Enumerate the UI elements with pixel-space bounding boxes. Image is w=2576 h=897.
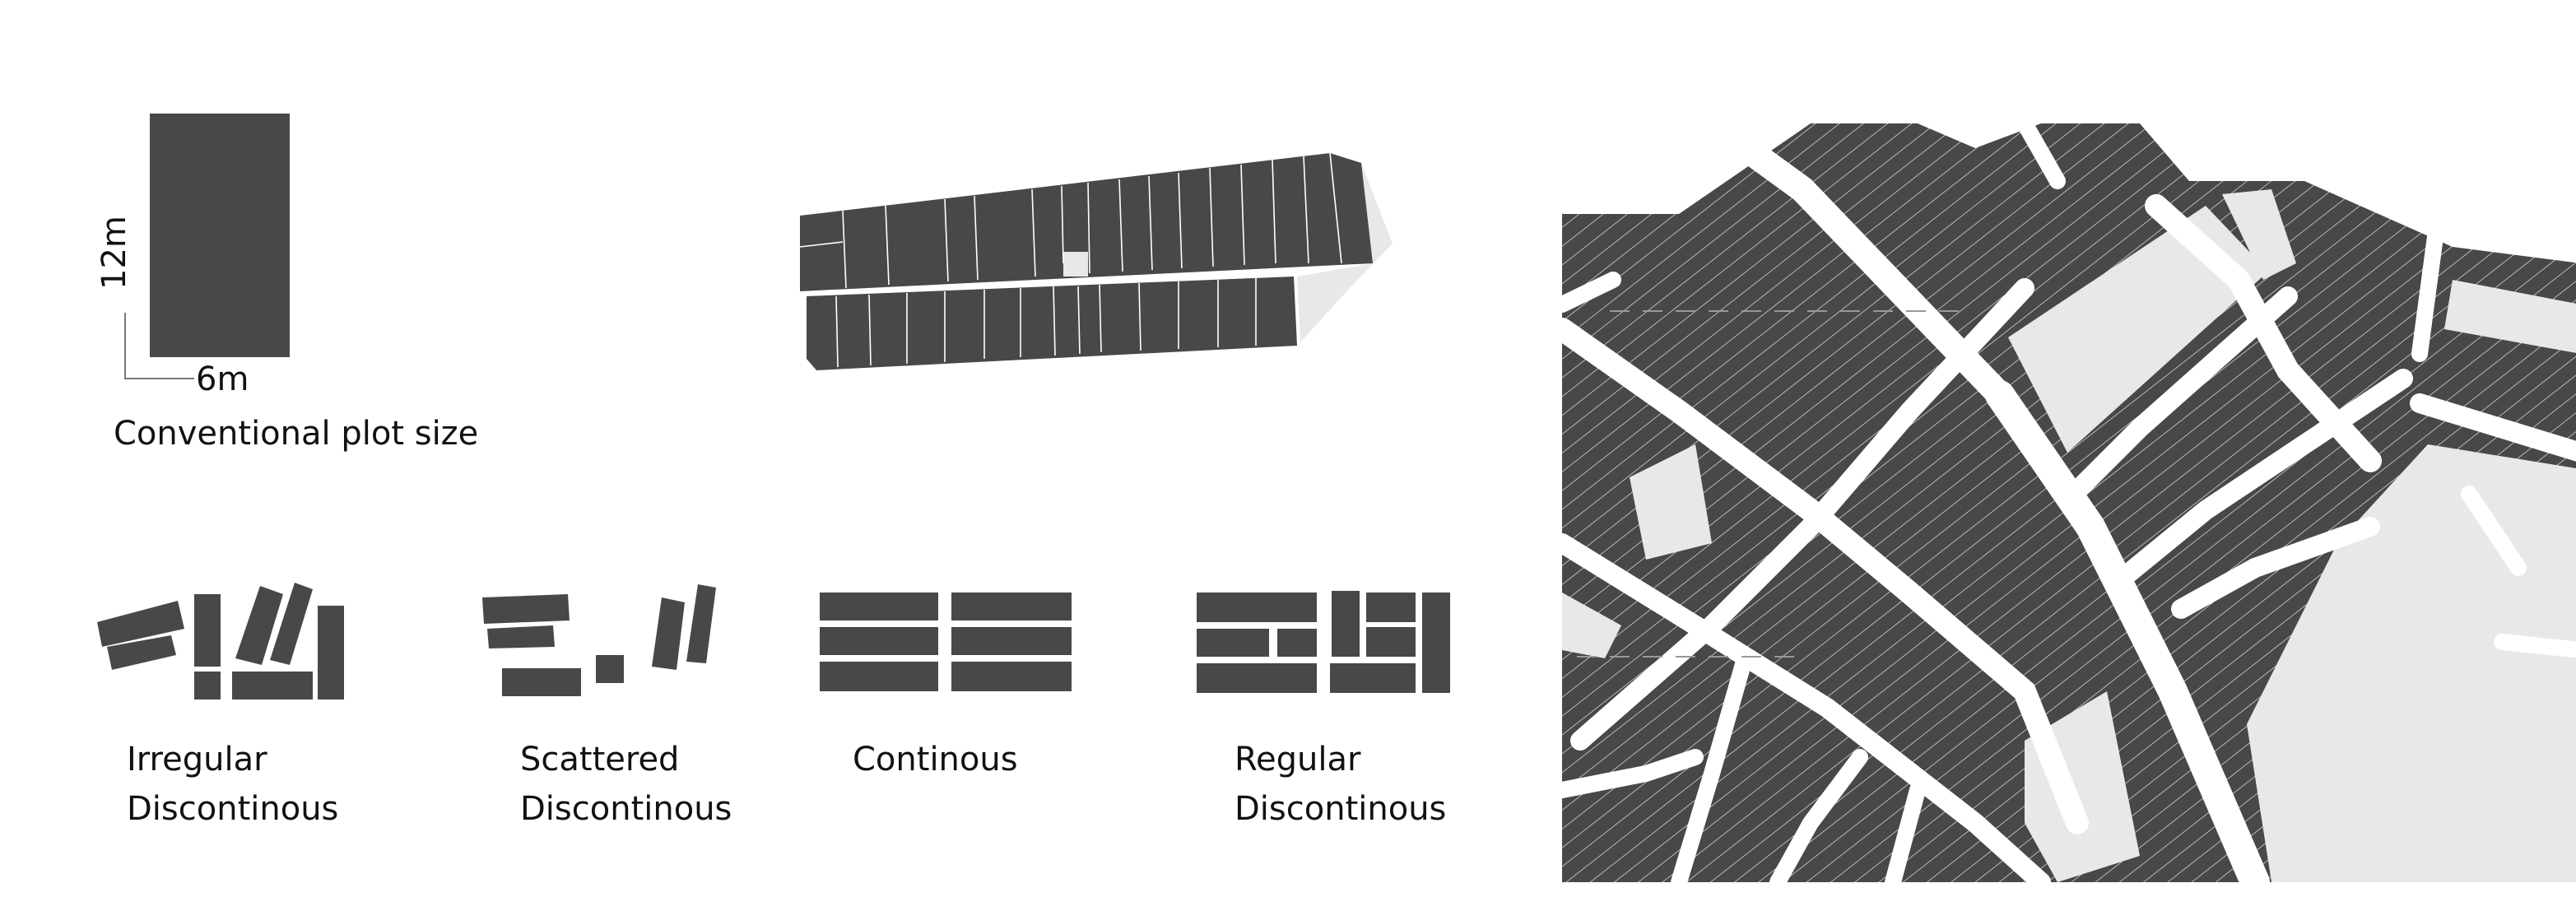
open-space: [2008, 206, 2268, 453]
conventional-caption: Conventional plot size: [114, 415, 478, 453]
pattern-label: Scattered: [520, 741, 679, 778]
urban-fabric-map: [1562, 123, 2576, 882]
plot-divisions: [799, 152, 1342, 368]
pattern-label: Irregular: [127, 741, 267, 778]
dimension-line: [124, 313, 194, 379]
pattern-label: Discontinous: [127, 790, 338, 828]
pattern-label: Regular: [1235, 741, 1361, 778]
pattern-scattered-discontinuous: Scattered Discontinous: [482, 584, 732, 828]
conventional-plot: 12m 6m Conventional plot size: [95, 114, 478, 453]
width-label: 6m: [196, 360, 249, 398]
open-space: [2247, 444, 2576, 882]
row-plot-block: [799, 152, 1393, 370]
streets: [1562, 123, 2576, 882]
pattern-regular-discontinuous: Regular Discontinous: [1197, 591, 1450, 828]
plot-rectangle: [150, 114, 290, 357]
pattern-irregular-discontinuous: Irregular Discontinous: [97, 583, 344, 828]
pattern-continuous: Continous: [820, 593, 1072, 778]
height-label: 12m: [95, 216, 133, 290]
pattern-label: Continous: [853, 741, 1018, 778]
pattern-label: Discontinous: [520, 790, 732, 828]
pattern-label: Discontinous: [1235, 790, 1446, 828]
